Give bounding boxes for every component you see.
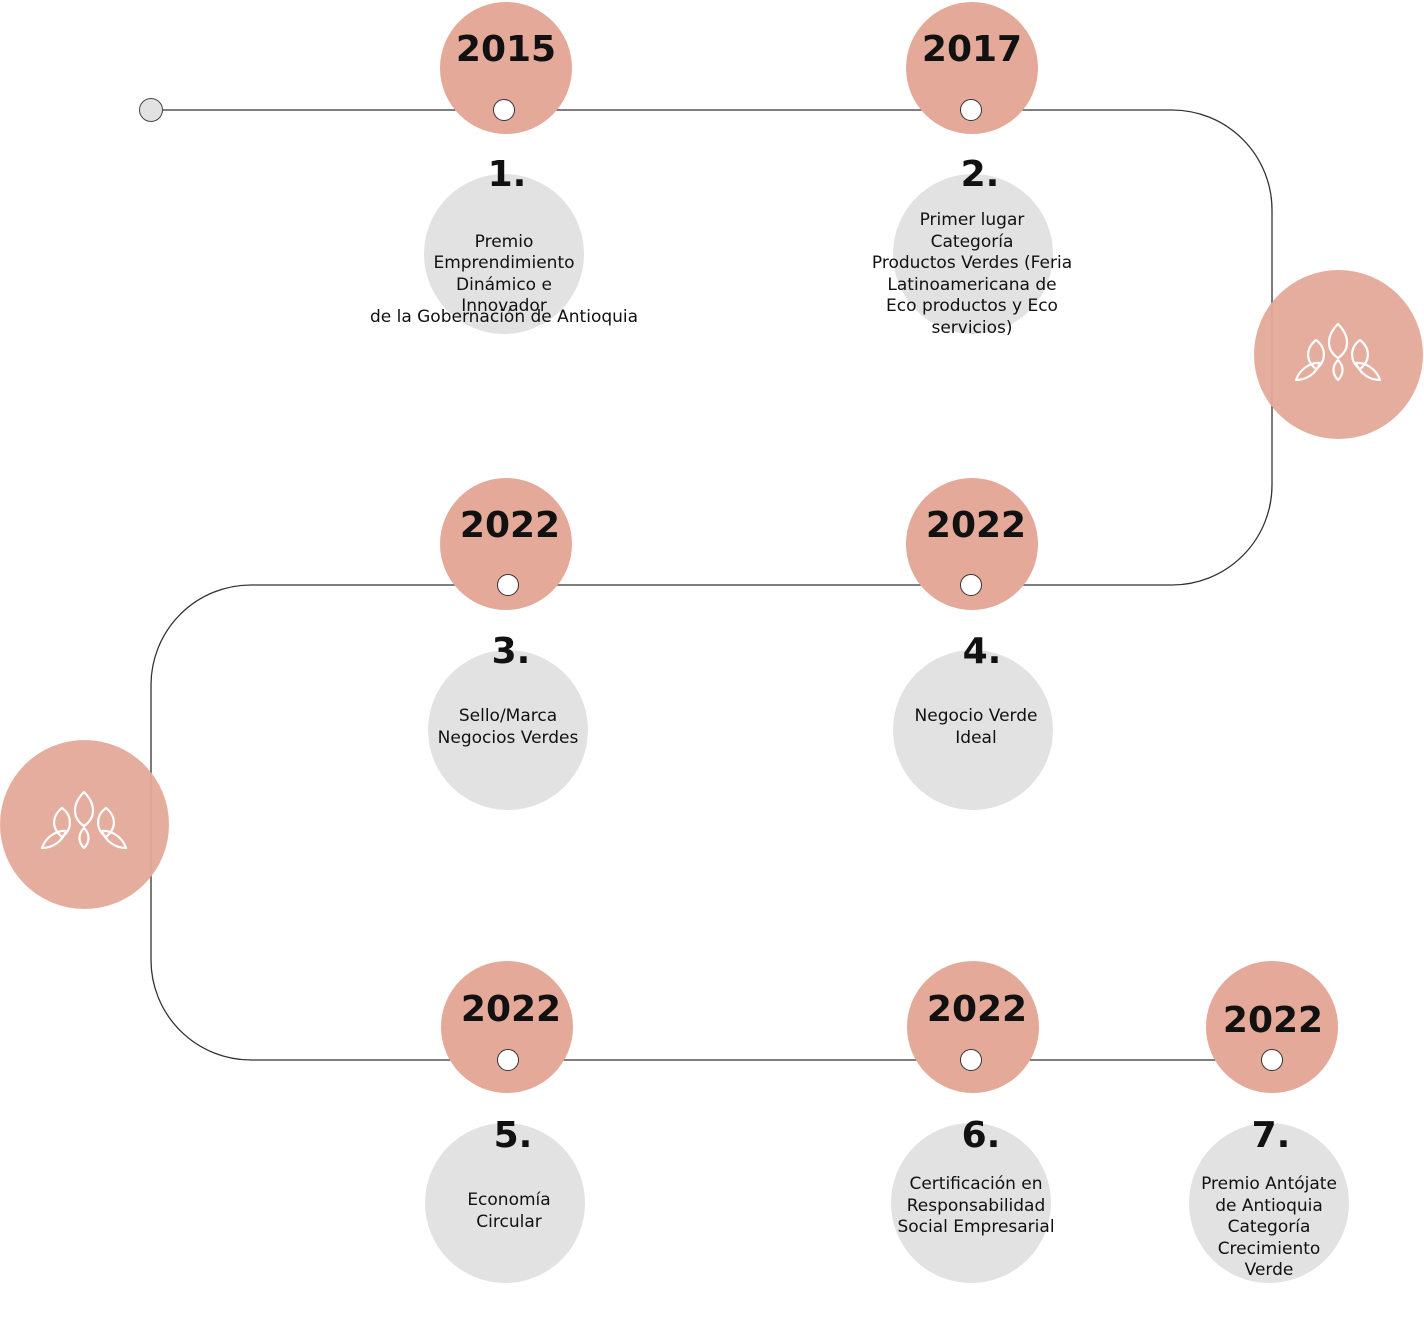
- year-circle: [441, 961, 573, 1093]
- milestone-number: 5.: [493, 1115, 533, 1156]
- description-circle: [891, 1123, 1051, 1283]
- milestone-description: Certificación en Responsabilidad Social …: [897, 1174, 1055, 1237]
- description-circle: [424, 174, 584, 334]
- milestone-description: Economía Circular: [467, 1190, 551, 1232]
- milestone-description: Premio Antójate de Antioquia Categoría C…: [1201, 1174, 1337, 1280]
- timeline-node: [960, 1049, 982, 1071]
- milestone-number: 3.: [491, 631, 531, 672]
- description-circle: [1189, 1123, 1349, 1283]
- milestone-number: 2.: [960, 154, 1000, 195]
- description-circle: [893, 650, 1053, 810]
- description-circle: [428, 650, 588, 810]
- leaf-cluster-icon: [40, 790, 128, 850]
- timeline-node: [960, 99, 982, 121]
- year-label: 2022: [926, 989, 1028, 1030]
- milestone-number: 1.: [487, 154, 527, 195]
- leaf-cluster-icon: [1294, 322, 1382, 382]
- timeline-node: [493, 99, 515, 121]
- year-label: 2022: [459, 505, 561, 546]
- milestone-description: Sello/Marca Negocios Verdes: [437, 706, 579, 748]
- year-label: 2022: [460, 989, 562, 1030]
- year-label: 2017: [921, 29, 1023, 70]
- milestone-description: Premio Emprendimiento Dinámico e Innovad…: [384, 210, 624, 318]
- milestone-number: 4.: [962, 631, 1002, 672]
- description-circle: [893, 174, 1053, 334]
- timeline-start-dot: [139, 98, 163, 122]
- milestone-number: 6.: [961, 1115, 1001, 1156]
- timeline-node: [497, 574, 519, 596]
- year-circle: [1206, 961, 1338, 1093]
- year-circle: [907, 961, 1039, 1093]
- leaf-badge-left: [0, 740, 169, 909]
- milestone-number: 7.: [1251, 1115, 1291, 1156]
- description-circle: [425, 1123, 585, 1283]
- milestone-description: Primer lugar Categoría Productos Verdes …: [871, 210, 1073, 338]
- timeline-node: [1261, 1049, 1283, 1071]
- year-label: 2015: [455, 29, 557, 70]
- timeline-node: [960, 574, 982, 596]
- timeline-node: [497, 1049, 519, 1071]
- leaf-badge-right: [1254, 270, 1423, 439]
- milestone-description-main: Premio Emprendimiento Dinámico e Innovad…: [433, 231, 575, 317]
- year-label: 2022: [925, 505, 1027, 546]
- year-label: 2022: [1222, 1000, 1324, 1041]
- milestone-description: Negocio Verde Ideal: [914, 706, 1038, 748]
- milestone-description-sub: de la Gobernación de Antioquia: [369, 307, 639, 327]
